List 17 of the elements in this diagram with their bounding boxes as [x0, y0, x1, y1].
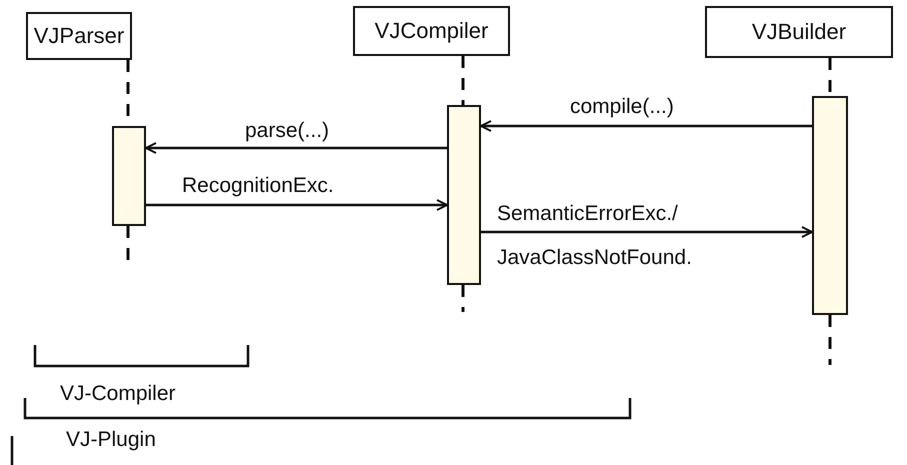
lifeline-header: VJCompiler	[353, 6, 510, 56]
bracket-label: VJ-Plugin	[66, 428, 156, 452]
activation-bar	[112, 126, 146, 226]
edge-label: SemanticErrorExc./ JavaClassNotFound.	[497, 201, 693, 271]
edge-label: RecognitionExc.	[182, 173, 334, 199]
message-arrow	[145, 142, 447, 154]
activation-bar	[812, 96, 848, 315]
message-arrow	[146, 199, 448, 211]
message-arrow	[480, 120, 812, 132]
lifeline	[462, 56, 464, 105]
activation-bar	[447, 105, 481, 285]
bracket-label: VJ-Compiler	[60, 382, 176, 406]
edge-label: parse(...)	[245, 118, 330, 144]
edge-label: compile(...)	[570, 94, 674, 120]
message-arrow	[481, 226, 813, 238]
lifeline-header: VJBuilder	[705, 6, 893, 58]
lifeline-header: VJParser	[26, 12, 132, 60]
